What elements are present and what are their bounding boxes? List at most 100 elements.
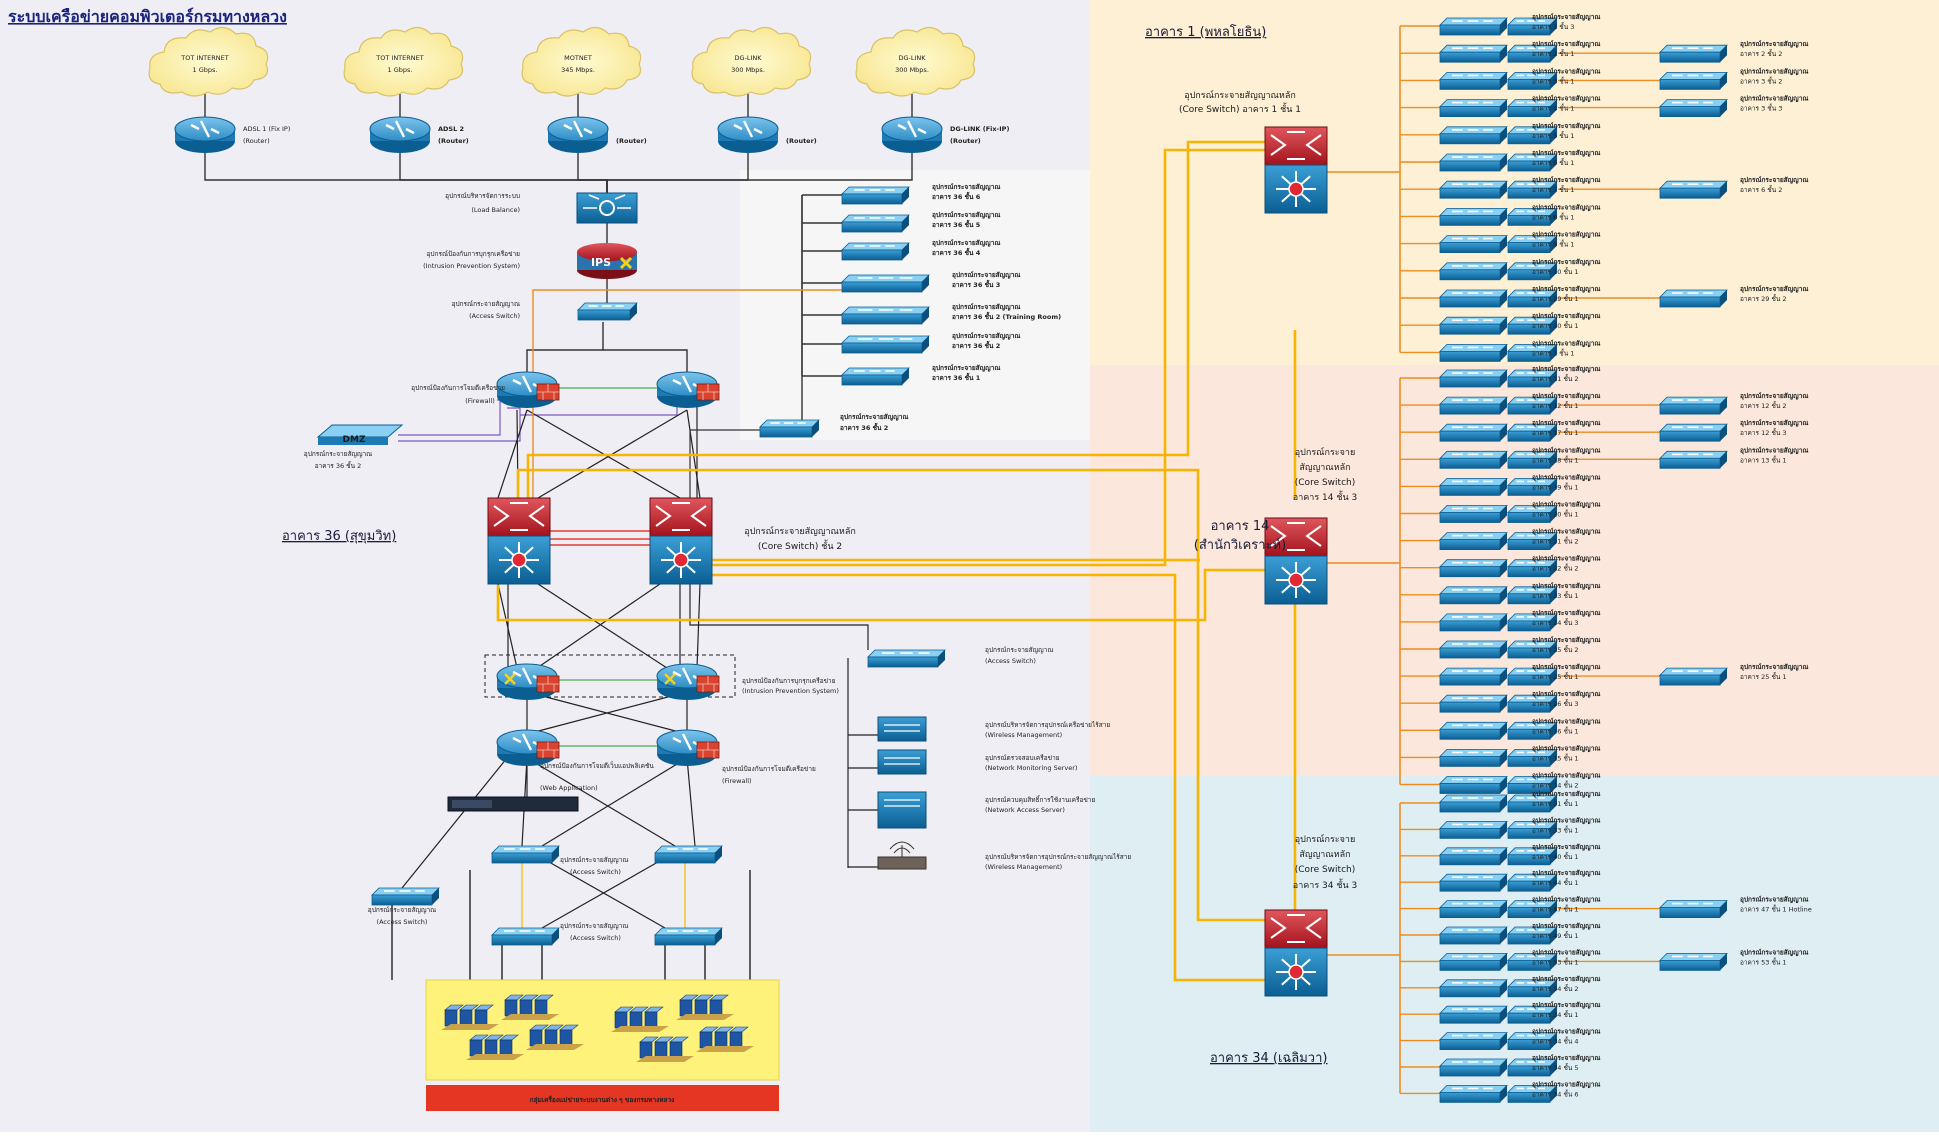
switch-side (1720, 451, 1727, 469)
dmz-badge: DMZ (343, 435, 366, 445)
switch-sub: อาคาร 2 ชั้น 1 (1532, 49, 1574, 58)
switch-side (938, 650, 945, 667)
server-base (441, 1024, 499, 1030)
ips-top (577, 243, 637, 261)
switch-front (841, 221, 903, 233)
switch-front (841, 193, 903, 205)
building-switch-icon (1439, 262, 1508, 281)
switch-sub: อาคาร 49 ชั้น 1 (1532, 931, 1579, 940)
arrows (563, 120, 593, 138)
building-switch-icon (1507, 586, 1558, 605)
switch-label: อุปกรณ์กระจายสัญญาณ (1532, 609, 1600, 617)
switch-front (841, 313, 923, 325)
switch-front (867, 656, 939, 668)
dc-ips-icon (496, 663, 560, 700)
switch-side (1500, 99, 1507, 117)
server-front (559, 1029, 573, 1047)
building-switch-icon (1507, 821, 1558, 839)
switch-front (1659, 187, 1721, 199)
switch-front (1439, 430, 1501, 442)
switch-label: อุปกรณ์กระจายสัญญาณ (1740, 40, 1808, 48)
cloud-speed: 300 Mbps. (895, 66, 929, 74)
server-base (676, 1014, 734, 1020)
building-switch-icon (1507, 505, 1558, 523)
switch-side (1550, 1006, 1557, 1024)
cloud-icon (691, 26, 812, 97)
ips-label: อุปกรณ์ป้องกันการบุกรุกเครือข่าย (426, 250, 520, 258)
load-balancer-icon (576, 192, 638, 224)
waf-sub: (Web Application) (540, 784, 598, 792)
switch-side (1550, 1059, 1557, 1076)
svc-sub: (Access Switch) (985, 657, 1036, 665)
switch-label: อุปกรณ์กระจายสัญญาณ (1532, 149, 1600, 157)
switch-label: อุปกรณ์กระจายสัญญาณ (1532, 816, 1600, 824)
link (603, 349, 688, 375)
switch-side (1500, 154, 1507, 171)
switch-front (1439, 783, 1501, 794)
switch-label: อุปกรณ์กระจายสัญญาณ (1532, 1001, 1600, 1009)
switch-side (902, 368, 909, 385)
switch-label: อุปกรณ์กระจายสัญญาณ (1532, 717, 1600, 725)
server-base (501, 1014, 559, 1020)
backbone-link (496, 568, 1265, 622)
b1-building: อาคาร 1 (พหลโยธิน) (1145, 24, 1266, 40)
svc-detail (884, 799, 920, 807)
switch-label: อุปกรณ์กระจายสัญญาณ (1740, 663, 1808, 671)
server-rack-icon (636, 1036, 694, 1062)
switch-sub: อาคาร 8 ชั้น 1 (1532, 212, 1574, 221)
switch-side (1550, 1032, 1557, 1050)
switch-sub: อาคาร 34 ชั้น 1 (1532, 1010, 1579, 1019)
switch-side (1500, 722, 1507, 740)
floor-switch-sub: อาคาร 36 ชั้น 2 (952, 340, 1000, 350)
b14-building: อาคาร 14 (1211, 519, 1270, 534)
building-switch-icon (1439, 44, 1508, 63)
svc-label: อุปกรณ์บริหารจัดการอุปกรณ์เครือข่ายไร้สา… (985, 721, 1110, 729)
building-switch-icon (1507, 749, 1558, 767)
brick-lines (697, 384, 719, 400)
dc-access-switch-icon (491, 927, 560, 946)
switch-side (1720, 99, 1727, 117)
switch-sub: อาคาร 16 ชั้น 1 (1532, 726, 1579, 735)
core-arrows (493, 502, 545, 531)
switch-side (1550, 451, 1557, 469)
building-switch-icon (1439, 153, 1508, 172)
dc-link (526, 691, 688, 735)
building-switch-icon (1507, 900, 1558, 918)
floor-switch-sub: อาคาร 36 ชั้น 2 (Training Room) (952, 311, 1061, 321)
switch-side (1550, 821, 1557, 839)
floor-switch-label: อุปกรณ์กระจายสัญญาณ (952, 303, 1020, 311)
switch-front (1439, 960, 1501, 971)
switch-side (1550, 181, 1557, 199)
switch-label: อุปกรณ์กระจายสัญญาณ (1532, 1054, 1600, 1062)
access-label: อุปกรณ์กระจายสัญญาณ (452, 300, 520, 308)
dc-access-switch-icon (654, 927, 723, 946)
dc-firewall-icon (656, 729, 720, 766)
server-front (534, 999, 548, 1017)
switch-sub: อาคาร 17 ชั้น 1 (1532, 428, 1579, 437)
switch-label: อุปกรณ์กระจายสัญญาณ (1532, 555, 1600, 563)
switch-label: อุปกรณ์กระจายสัญญาณ (1532, 1080, 1600, 1088)
server-front (474, 1009, 488, 1027)
dc-firewall-icon (496, 729, 560, 766)
switch-side (1550, 208, 1557, 226)
switch-front (1439, 323, 1501, 335)
switch-side (1550, 72, 1557, 90)
switch-front (1439, 79, 1501, 90)
brick-lines (537, 676, 559, 692)
switch-side (1550, 45, 1557, 63)
switch-front (1659, 403, 1721, 415)
switch-label: อุปกรณ์กระจายสัญญาณ (1740, 392, 1808, 400)
floor-switch-icon (841, 214, 910, 233)
cloud-icon (343, 26, 464, 97)
building-switch-icon (1507, 667, 1558, 686)
switch-sub: อาคาร 53 ชั้น 1 (1740, 957, 1787, 966)
switch-side (1500, 795, 1507, 812)
b14-building-sub: (สำนักวิเคราะห์) (1194, 537, 1286, 553)
switch-label: อุปกรณ์กระจายสัญญาณ (1532, 95, 1600, 103)
switch-side (1720, 290, 1727, 307)
switch-front (1439, 647, 1501, 659)
floor-switch-sub: อาคาร 36 ชั้น 2 (840, 422, 888, 432)
switch-side (1720, 953, 1727, 971)
